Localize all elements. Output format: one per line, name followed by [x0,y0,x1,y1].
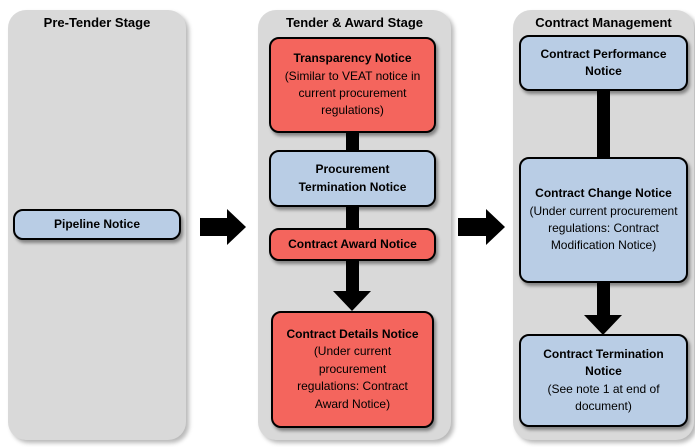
notice-subtitle: (Under current procurement regulations: … [529,203,678,253]
notice-text: Contract Change Notice (Under current pr… [529,185,679,255]
arrow-head [486,209,505,245]
stage-title-tender-award: Tender & Award Stage [285,15,423,30]
arrow-stem [458,218,486,236]
notice-title: Contract Award Notice [288,236,417,251]
stage-title-contract-management: Contract Management [535,15,672,30]
notice-title: Pipeline Notice [53,216,141,231]
stage-column-tender-award: Tender & Award Stage Transparency Notice… [258,10,451,440]
arrow-stem [345,259,359,291]
flow-arrow-down-icon [584,282,622,335]
notice-title: Contract Details Notice [286,327,419,342]
arrow-stem [596,282,610,315]
notice-box-transparency: Transparency Notice (Similar to VEAT not… [269,37,436,133]
arrow-head [227,209,246,245]
notice-subtitle: (See note 1 at end of document) [547,381,660,413]
arrow-head [333,291,371,311]
notice-box-contract-change: Contract Change Notice (Under current pr… [519,157,688,283]
notice-title: Procurement Termination Notice [298,162,407,194]
notice-box-pipeline: Pipeline Notice [13,209,181,240]
notice-title: Contract Change Notice [535,186,672,201]
arrow-head [584,315,622,335]
stage-title-pre-tender: Pre-Tender Stage [43,15,151,30]
notice-title: Contract Termination Notice [543,346,664,379]
flow-arrow-down-icon [333,259,371,311]
notice-subtitle: (Similar to VEAT notice in current procu… [284,68,421,118]
notice-title: Contract Performance Notice [540,46,667,78]
flow-arrow-right-icon [200,209,246,245]
flow-connector [346,131,359,152]
stage-column-contract-management: Contract Management Contract Performance… [513,10,694,440]
notice-title: Transparency Notice [293,51,412,66]
arrow-stem [200,218,227,236]
flow-connector [597,89,610,159]
stage-column-pre-tender: Pre-Tender Stage Pipeline Notice [8,10,186,440]
notice-box-contract-award: Contract Award Notice [269,228,436,261]
notice-box-procurement-termination: Procurement Termination Notice [269,150,436,207]
notice-box-contract-performance: Contract Performance Notice [519,35,688,91]
flow-connector [346,205,359,230]
flow-arrow-right-icon [458,209,505,245]
notice-box-contract-termination: Contract Termination Notice (See note 1 … [519,334,688,427]
notice-box-contract-details: Contract Details Notice (Under current p… [271,311,434,428]
notice-subtitle: (Under current procurement regulations: … [297,344,408,411]
